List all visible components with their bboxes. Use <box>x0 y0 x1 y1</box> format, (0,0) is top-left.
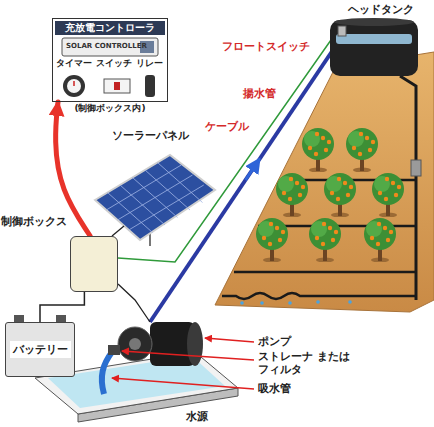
tank-lid <box>334 18 414 26</box>
water-drop <box>348 300 352 304</box>
pump-head <box>118 327 152 361</box>
battery-terminal <box>56 315 66 322</box>
solar-panel <box>95 155 215 240</box>
node-heading: 制御ボックス <box>1 214 67 229</box>
battery-wire <box>40 292 84 322</box>
panel-grid-line <box>133 178 178 218</box>
part-name: フロートスイッチ <box>222 40 310 53</box>
charge-controller <box>62 38 158 56</box>
part-name: 吸水管 <box>258 382 291 395</box>
pump-hub <box>129 338 141 350</box>
part-name: 揚水管 <box>243 87 276 100</box>
water-drop <box>288 301 292 305</box>
part-name: リレー <box>136 58 163 69</box>
pump-wire <box>118 284 150 322</box>
part-name: ケーブル <box>205 120 249 133</box>
fruit-tree <box>372 173 404 218</box>
fruit-tree <box>302 128 334 173</box>
water-drop <box>240 301 244 305</box>
leader-arrow <box>112 378 254 389</box>
fruit-tree <box>364 218 396 263</box>
panel-wire <box>112 226 124 236</box>
water-drop <box>260 301 264 305</box>
drip-line <box>222 293 416 299</box>
fruit-tree <box>309 218 341 263</box>
leader-arrow <box>122 351 254 360</box>
node-note: (制御ボックス内) <box>53 102 167 115</box>
relay-icon <box>145 75 155 97</box>
control-box: 制御ボックス <box>70 236 118 292</box>
panel-grid-line <box>108 193 153 233</box>
valve <box>411 160 421 176</box>
water-drop <box>316 300 320 304</box>
part-name: ストレーナ または フィルタ <box>258 350 358 376</box>
switch-icon <box>104 79 130 93</box>
timer-hand <box>73 81 75 86</box>
leader-arrow <box>205 338 254 342</box>
inset-ground <box>52 18 168 102</box>
panel-grid-line <box>158 163 203 203</box>
panel-grid-line <box>120 185 165 225</box>
fruit-tree <box>346 128 378 173</box>
panel-grid <box>106 163 204 233</box>
part-name: 水源 <box>186 410 208 423</box>
suction-pipe <box>102 352 112 394</box>
orchard-field <box>215 52 434 312</box>
device-brand: SOLAR CONTROLLER <box>66 42 147 50</box>
part-name: ソーラーパネル <box>112 129 189 142</box>
part-name: スイッチ <box>96 58 132 69</box>
drip-line <box>234 271 416 274</box>
motor-end <box>187 322 203 366</box>
flow-arrow <box>246 159 260 180</box>
timer-dial <box>67 79 81 93</box>
part-name: ヘッドタンク <box>348 3 414 16</box>
panel-grid-line <box>118 175 193 220</box>
node-heading: バッテリー <box>10 341 71 358</box>
fruit-tree <box>256 218 288 263</box>
panel-grid-line <box>145 170 190 210</box>
float-switch <box>338 26 346 36</box>
fruit-tree <box>324 173 356 218</box>
timer-icon <box>63 75 85 97</box>
strainer <box>108 345 120 355</box>
switch-toggle <box>114 82 120 90</box>
tank-water <box>336 34 412 44</box>
part-name: ポンプ <box>258 335 291 348</box>
part-name: タイマー <box>56 58 92 69</box>
battery-terminal <box>14 315 24 322</box>
fruit-tree <box>276 173 308 218</box>
battery-box: バッテリー <box>5 322 75 377</box>
head-tank <box>330 20 418 76</box>
node-heading: 充放電コントローラ <box>55 21 165 35</box>
